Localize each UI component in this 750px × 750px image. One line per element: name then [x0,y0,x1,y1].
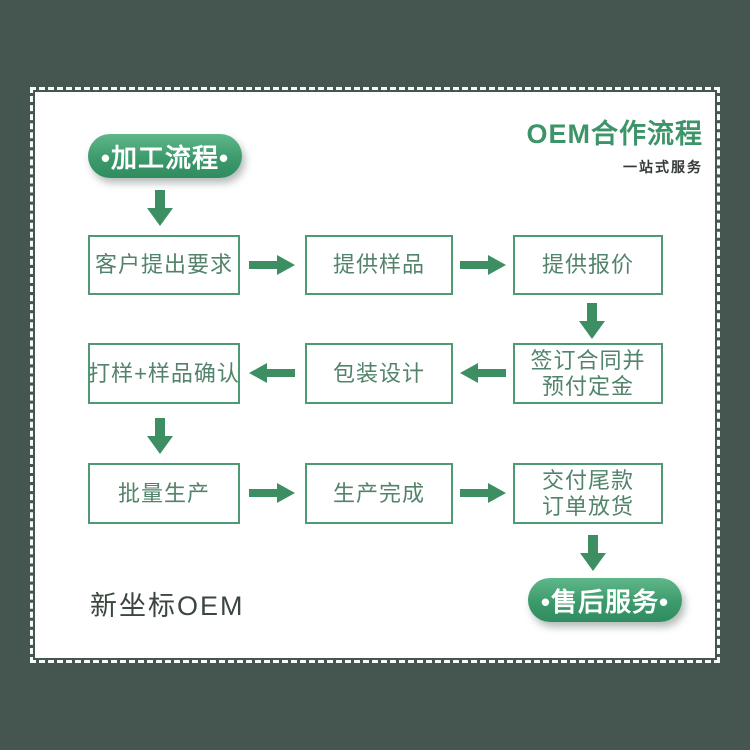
step-label: 批量生产 [117,480,210,506]
arrow-right-icon [249,255,295,275]
step-production-done: 生产完成 [305,463,453,524]
step-sample-confirm: 打样+样品确认 [88,343,240,404]
arrow-right-icon [249,483,295,503]
after-sales-badge: •售后服务• [528,578,682,622]
arrow-down-icon [579,303,605,339]
page-subtitle: 一站式服务 [623,158,703,175]
arrow-down-icon [147,190,173,226]
step-label-line1: 签订合同并 [530,347,646,373]
step-label-line2: 订单放货 [541,493,634,519]
step-label: 客户提出要求 [94,252,233,277]
step-mass-production: 批量生产 [88,463,240,524]
step-package-design: 包装设计 [305,343,453,404]
arrow-left-icon [460,363,506,383]
step-label: 打样+样品确认 [88,360,240,386]
header-title-block: OEM合作流程 一站式服务 [526,119,703,177]
arrow-down-icon [580,535,606,571]
step-label: 生产完成 [332,480,425,506]
process-flow-badge: •加工流程• [88,134,242,178]
page-title: OEM合作流程 [526,119,703,149]
arrow-right-icon [460,255,506,275]
step-label-line1: 交付尾款 [541,467,634,493]
step-delivery-release: 交付尾款 订单放货 [513,463,663,524]
step-label: 提供样品 [332,252,425,277]
step-label: 提供报价 [541,252,634,277]
arrow-left-icon [249,363,295,383]
step-sign-contract: 签订合同并 预付定金 [513,343,663,404]
arrow-right-icon [460,483,506,503]
brand-text: 新坐标OEM [90,591,245,621]
flowchart-card: •加工流程• OEM合作流程 一站式服务 客户提出要求 提供样品 提供报价 [30,87,720,663]
step-customer-request: 客户提出要求 [88,235,240,295]
arrow-down-icon [147,418,173,454]
step-provide-quote: 提供报价 [513,235,663,295]
step-label-line2: 预付定金 [541,373,634,399]
step-provide-sample: 提供样品 [305,235,453,295]
step-label: 包装设计 [332,360,425,386]
